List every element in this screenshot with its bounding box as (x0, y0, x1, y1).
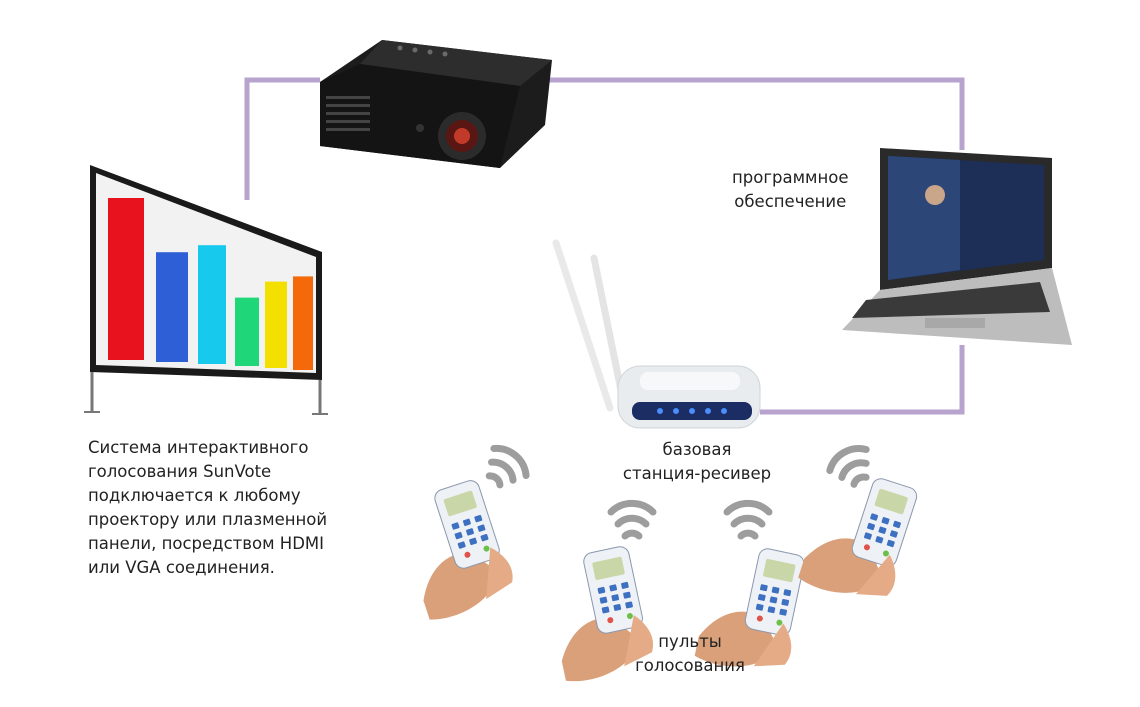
system-description: Система интерактивного голосования SunVo… (88, 436, 327, 580)
line-projector-laptop (548, 77, 965, 150)
connection-lines (244, 77, 965, 415)
base-station-icon (552, 239, 761, 429)
screen-bar-1 (108, 198, 144, 360)
projector-icon (320, 40, 552, 168)
screen-bar-chart (108, 198, 313, 370)
remote-1 (392, 476, 521, 624)
remote-4 (796, 462, 925, 611)
screen-bar-3 (198, 245, 226, 364)
screen-bar-4 (235, 297, 259, 366)
software-label-line: программное (732, 168, 849, 187)
line-laptop-base (760, 345, 965, 415)
line-screen-projector (244, 77, 320, 200)
wifi-wave-icon (826, 442, 879, 491)
wifi-wave-icon (727, 503, 769, 536)
description-line: голосования SunVote (88, 462, 272, 481)
remotes-label-line: пульты (658, 632, 722, 651)
screen-bar-2 (156, 252, 188, 362)
remotes-label-line: голосования (635, 656, 745, 675)
description-line: Система интерактивного (88, 438, 309, 457)
base-station-label: базовая станция-ресивер (622, 438, 772, 486)
screen-bar-6 (293, 276, 313, 370)
wifi-wave-icon (611, 503, 653, 536)
base-station-label-line: станция-ресивер (622, 464, 772, 483)
description-line: или VGA соединения. (88, 558, 275, 577)
laptop-icon (842, 148, 1072, 345)
description-line: проектору или плазменной (88, 510, 328, 529)
screen-bar-5 (265, 281, 287, 368)
software-label-line: обеспечение (734, 192, 847, 211)
projection-screen-icon (84, 165, 328, 415)
remotes-label: пульты голосования (630, 630, 750, 678)
software-label: программное обеспечение (732, 166, 849, 214)
description-line: подключается к любому (88, 486, 301, 505)
wifi-wave-icon (478, 442, 531, 494)
description-line: панели, посредством HDMI (88, 534, 324, 553)
base-station-label-line: базовая (662, 440, 732, 459)
